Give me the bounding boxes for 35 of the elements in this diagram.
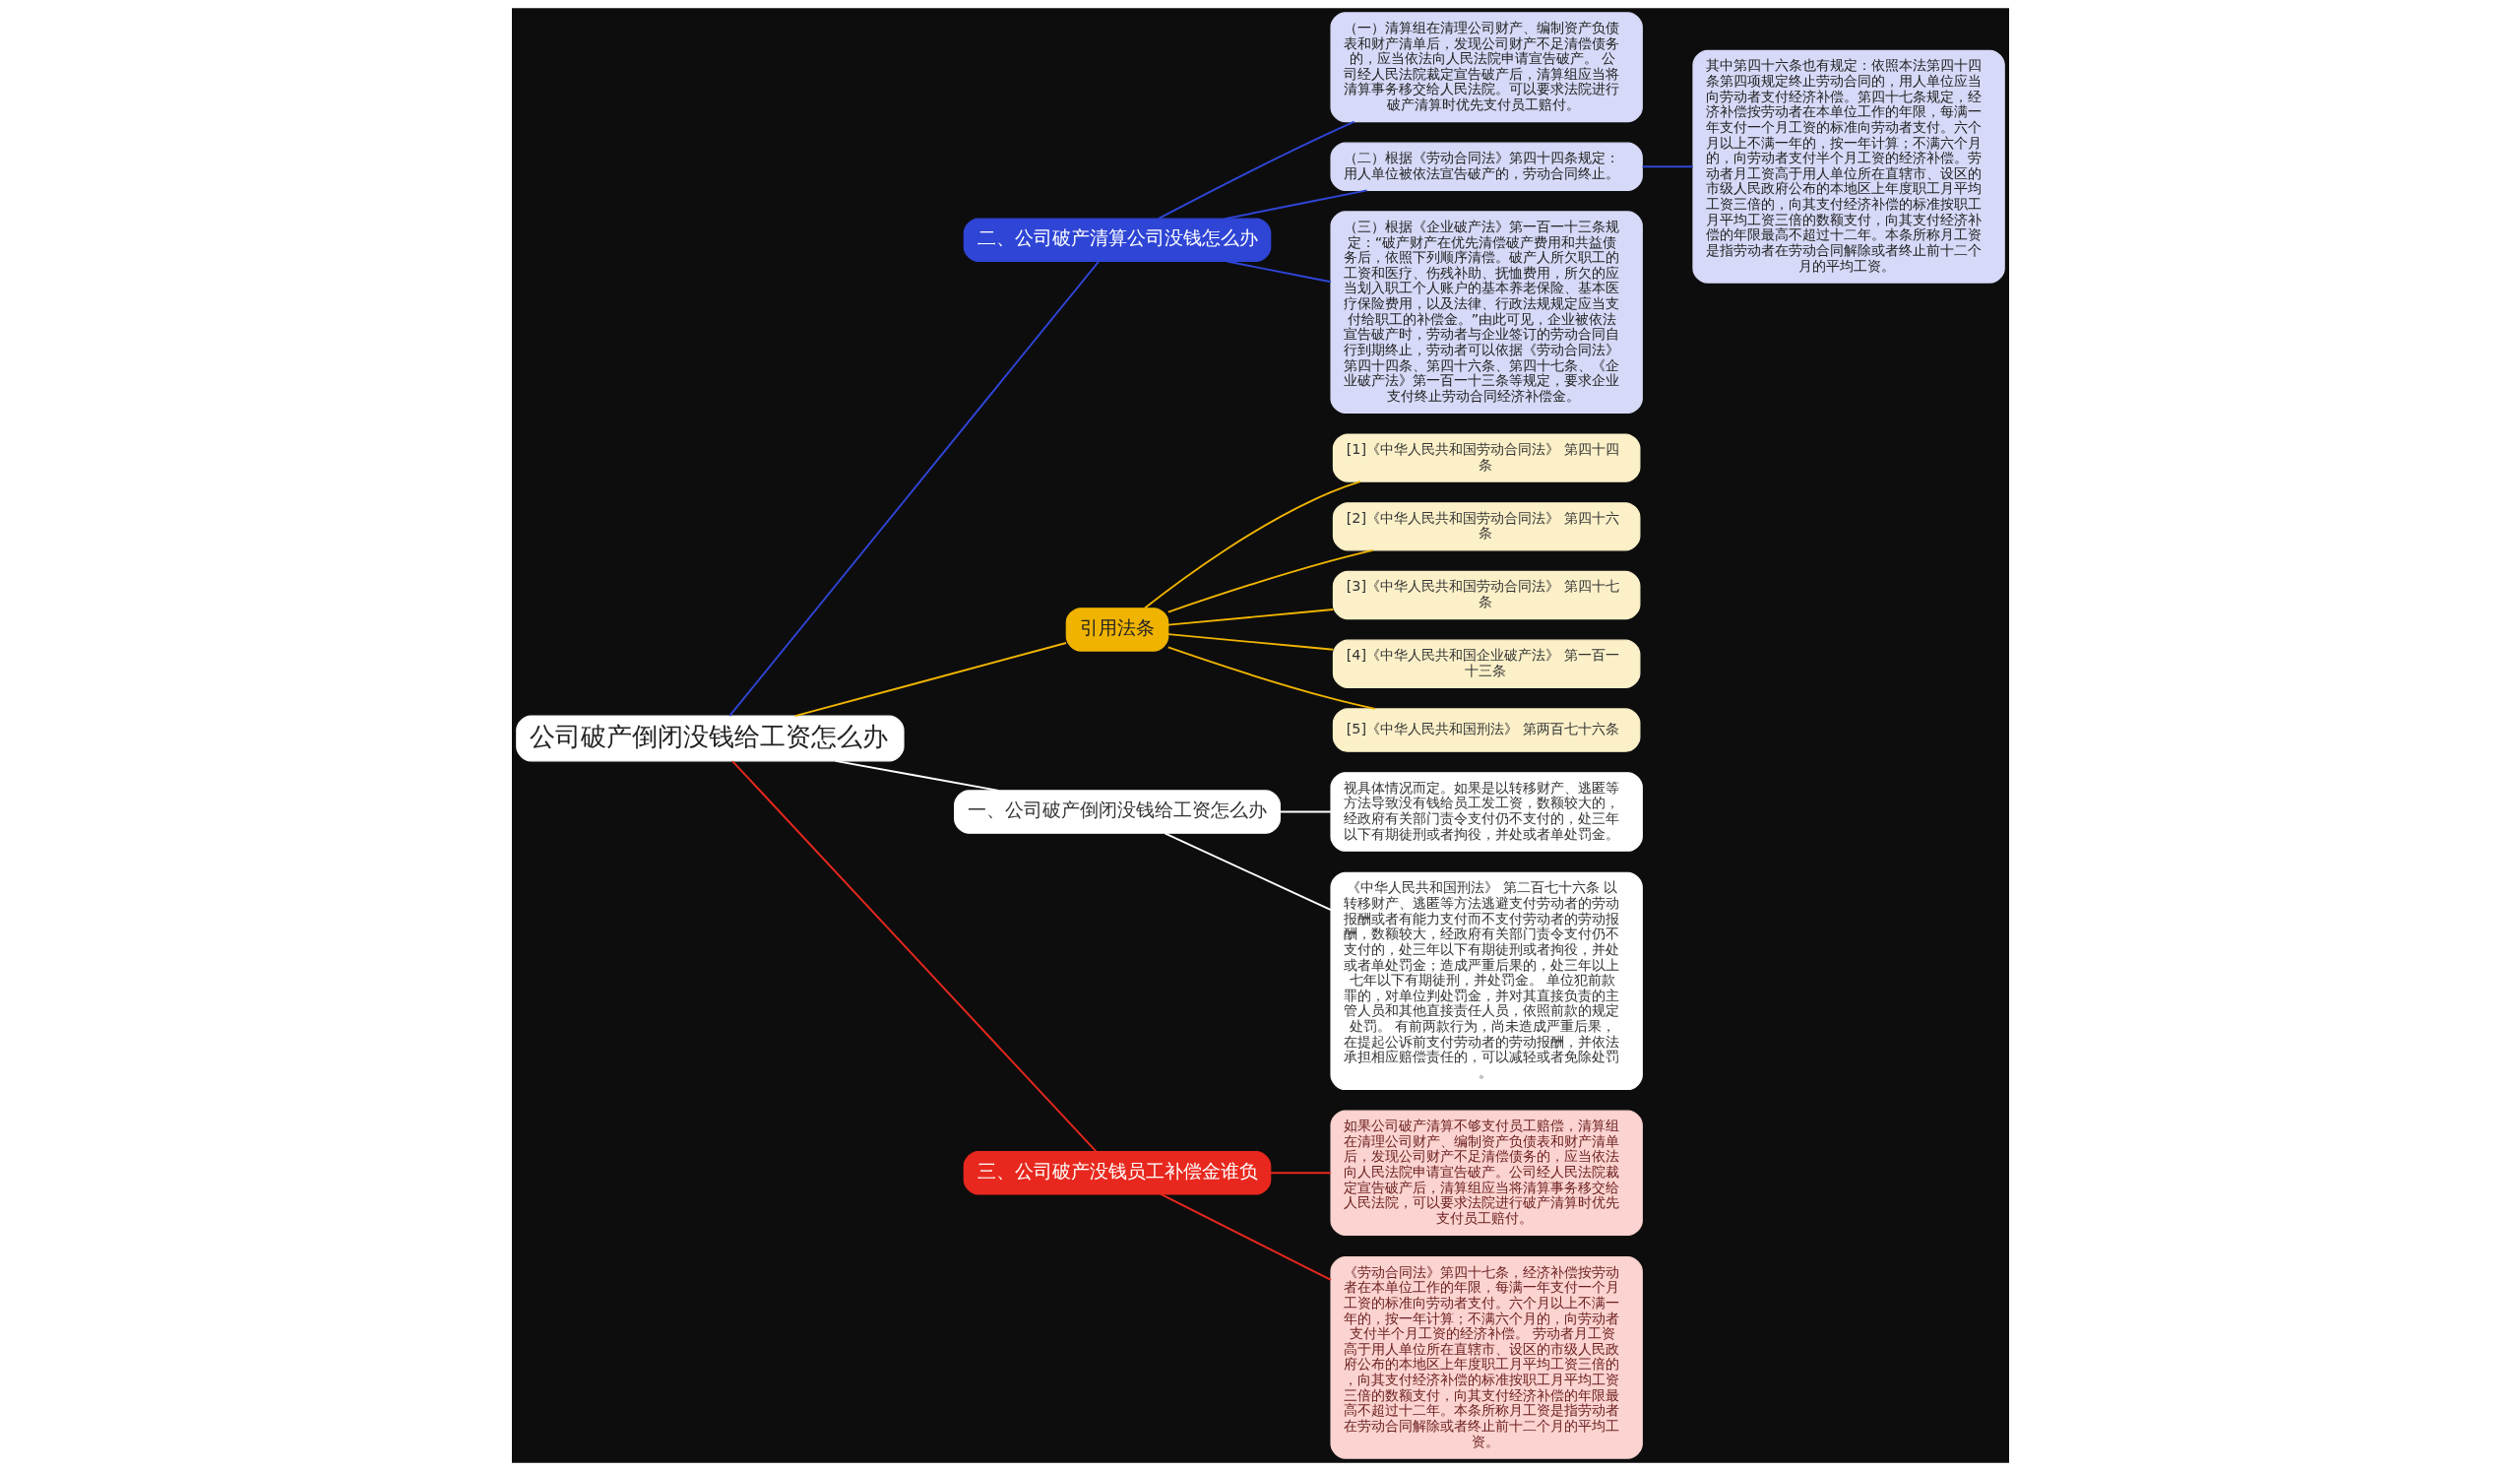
node-box: [3]《中华人民共和国劳动合同法》 第四十七条: [1332, 570, 1640, 620]
node-box: [1]《中华人民共和国劳动合同法》 第四十四条: [1332, 433, 1640, 482]
connector: [1224, 189, 1368, 221]
node-box: 《劳动合同法》第四十七条，经济补偿按劳动者在本单位工作的年限，每满一年支付一个月工资的标准向劳动者支付。六个月以上不满一年的，按一年计算；不满六个月的，向劳动者支付半个月工资的经济补偿。 劳动者月工资高于用人单位所在直辖市、设区的市级人民政府公布的本地区上年度职工月平均工资三倍的，向其支付经济补偿的标准按职工月平均工资三倍的数额支付，向其支付经济补偿的年限最高不超过十二年。本条所称月工资是指劳动者在劳动合同解除或者终止前十二个月的平均工资。: [1329, 1256, 1643, 1459]
node-box: 二、公司破产清算公司没钱怎么办: [963, 218, 1271, 263]
connector: [1279, 810, 1332, 813]
node-box: 《中华人民共和国刑法》 第二百七十六条 以转移财产、逃匿等方法逃避支付劳动者的劳动报酬或者有能力支付而不支付劳动者的劳动报酬，数额较大，经政府有关部门责令支付仍不支付的，处三年以下有期徒刑或者拘役，并处或者单处罚金；造成严重后果的，处三年以上七年以下有期徒刑，并处罚金。 单位犯前款罪的，对单位判处罚金，并对其直接负责的主管人员和其他直接责任人员，依照前款的规定处罚。 有前两款行为，尚未造成严重后果，在提起公诉前支付劳动者的劳动报酬，并依法承担相应赔偿责任的，可以减轻或者免除处罚。: [1329, 871, 1643, 1091]
connector: [793, 642, 1067, 718]
node-box: [5]《中华人民共和国刑法》 第两百七十六条: [1332, 708, 1640, 752]
node-box: 一、公司破产倒闭没钱给工资怎么办: [953, 790, 1281, 834]
connector: [727, 260, 1100, 717]
connector: [1166, 548, 1374, 613]
connector: [1166, 646, 1376, 710]
connector: [1269, 1172, 1332, 1175]
connector: [1163, 832, 1332, 912]
node-box: 三、公司破产没钱员工补偿金谁负: [963, 1151, 1271, 1195]
node-box: [2]《中华人民共和国劳动合同法》 第四十六条: [1332, 502, 1640, 551]
node-box: 视具体情况而定。如果是以转移财产、逃匿等方法导致没有钱给员工发工资，数额较大的，经政府有关部门责令支付仍不支付的，处三年以下有期徒刑或者拘役，并处或者单处罚金。: [1329, 772, 1643, 852]
node-box: （一）清算组在清理公司财产、编制资产负债表和财产清单后，发现公司财产不足清偿债务的，应当依法向人民法院申请宣告破产。 公司经人民法院裁定宣告破产后，清算组应当将清算事务移交给人民法院。可以要求法院进行破产清算时优先支付员工赔付。: [1329, 12, 1643, 123]
connector: [730, 760, 1097, 1153]
connector: [1166, 633, 1334, 651]
node-box: 引用法条: [1065, 608, 1168, 652]
connector: [1143, 480, 1361, 609]
connector: [834, 759, 999, 792]
node-box: （三）根据《企业破产法》第一百一十三条规定：“破产财产在优先清偿破产费用和共益债务后，依照下列顺序清偿。破产人所欠职工的工资和医疗、伤残补助、抚恤费用，所欠的应当划入职工个人账户的基本养老保险、基本医疗保险费用，以及法律、行政法规规定应当支付给职工的补偿金。”由此可见，企业被依法宣告破产时，劳动者与企业签订的劳动合同自行到期终止，劳动者可以依据《劳动合同法》第四十四条、第四十六条、第四十七条、《企业破产法》第一百一十三条等规定，要求企业支付终止劳动合同经济补偿金。: [1329, 211, 1643, 414]
connector: [1641, 165, 1694, 168]
connector: [1157, 120, 1354, 220]
connector: [1226, 260, 1332, 284]
node-box: 公司破产倒闭没钱给工资怎么办: [515, 715, 905, 762]
connector: [1166, 608, 1334, 626]
node-box: 如果公司破产清算不够支付员工赔偿，清算组在清理公司财产、编制资产负债表和财产清单后，发现公司财产不足清偿债务的，应当依法向人民法院申请宣告破产。公司经人民法院裁定宣告破产后，清算组应当将清算事务移交给人民法院，可以要求法院进行破产清算时优先支付员工赔付。: [1329, 1110, 1643, 1236]
connector: [1159, 1193, 1332, 1281]
node-box: 其中第四十六条也有规定：依照本法第四十四条第四项规定终止劳动合同的，用人单位应当向劳动者支付经济补偿。第四十七条规定，经济补偿按劳动者在本单位工作的年限，每满一年支付一个月工资的标准向劳动者支付。六个月以上不满一年的，按一年计算；不满六个月的，向劳动者支付半个月工资的经济补偿。劳动者月工资高于用人单位所在直辖市、设区的市级人民政府公布的本地区上年度职工月平均工资三倍的，向其支付经济补偿的标准按职工月平均工资三倍的数额支付，向其支付经济补偿的年限最高不超过十二年。本条所称月工资是指劳动者在劳动合同解除或者终止前十二个月的平均工资。: [1691, 49, 2005, 284]
node-box: （二）根据《劳动合同法》第四十四条规定：用人单位被依法宣告破产的，劳动合同终止。: [1329, 142, 1643, 191]
node-box: [4]《中华人民共和国企业破产法》 第一百一十三条: [1332, 639, 1640, 688]
